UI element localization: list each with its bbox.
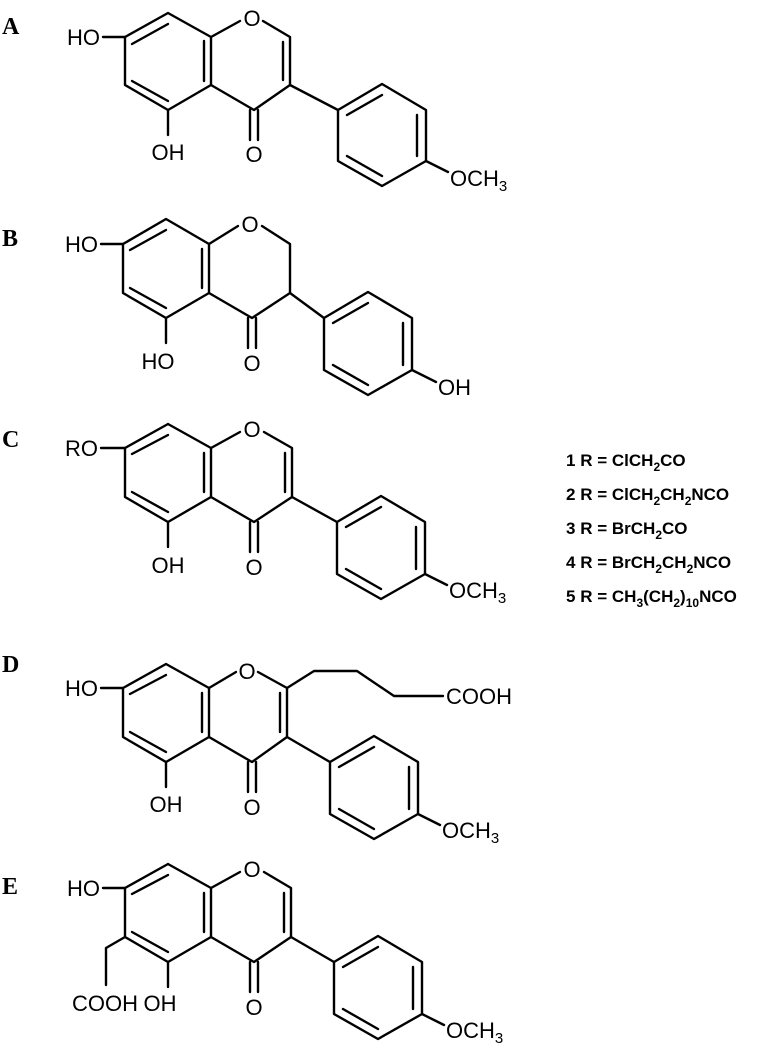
ring-oxygen-label-b: O: [241, 212, 258, 237]
bonds-d: [99, 662, 445, 841]
structure-c: C O O RO OH OCH3: [2, 417, 506, 607]
bonds-b: [99, 217, 438, 397]
aryl-para-substituent-label-d: OCH3: [442, 818, 499, 847]
panel-label-a: A: [2, 14, 20, 40]
c7-substituent-label-b: HO: [65, 232, 98, 257]
ring-oxygen-label-e: O: [243, 857, 260, 882]
structure-e: E O O HO OH COOH OCH3: [2, 857, 503, 1047]
structure-a: A O O HO OH OCH3: [2, 6, 507, 195]
structure-b: B O O HO HO OH: [2, 212, 471, 400]
aryl-para-substituent-label-a: OCH3: [450, 166, 507, 195]
bonds-c: [99, 422, 449, 601]
carbonyl-oxygen-label-c: O: [245, 555, 262, 580]
carbonyl-oxygen-label-e: O: [245, 995, 262, 1020]
ring-oxygen-label-a: O: [243, 6, 260, 31]
c5-substituent-label-e: OH: [144, 991, 177, 1016]
bonds-e: [101, 862, 446, 1041]
c7-substituent-label-a: HO: [67, 25, 100, 50]
c7-substituent-label-d: HO: [65, 676, 98, 701]
structure-d: D O O HO OH COOH OCH3: [2, 652, 512, 847]
bonds-a: [101, 11, 450, 188]
aryl-para-substituent-label-c: OCH3: [449, 578, 506, 607]
r-group-3: 3 R = BrCH2CO: [566, 519, 688, 542]
c6-carboxylic-acid-label-e: COOH: [72, 991, 138, 1016]
panel-label-c: C: [2, 427, 19, 453]
r-group-5: 5 R = CH3(CH2)10NCO: [566, 587, 737, 610]
chain-carboxylic-acid-label-d: COOH: [446, 684, 512, 709]
panel-label-b: B: [2, 226, 18, 252]
panel-label-d: D: [2, 652, 19, 678]
r-group-4: 4 R = BrCH2CH2NCO: [566, 553, 731, 576]
c5-substituent-label-d: OH: [150, 792, 183, 817]
carbonyl-oxygen-label-d: O: [243, 795, 260, 820]
r-group-list: 1 R = ClCH2CO 2 R = ClCH2CH2NCO 3 R = Br…: [566, 451, 737, 610]
c5-substituent-label-a: OH: [152, 140, 185, 165]
c7-substituent-label-c: RO: [65, 436, 98, 461]
aryl-para-substituent-label-e: OCH3: [446, 1018, 503, 1047]
carbonyl-oxygen-label-a: O: [245, 142, 262, 167]
c5-substituent-label-c: OH: [152, 553, 185, 578]
ring-oxygen-label-d: O: [238, 659, 255, 684]
carbonyl-oxygen-label-b: O: [243, 351, 260, 376]
r-group-1: 1 R = ClCH2CO: [566, 451, 686, 474]
aryl-para-substituent-label-b: OH: [438, 375, 471, 400]
panel-label-e: E: [2, 874, 18, 900]
c7-substituent-label-e: HO: [67, 876, 100, 901]
ring-oxygen-label-c: O: [243, 417, 260, 442]
c5-substituent-label-b: HO: [142, 349, 175, 374]
r-group-2: 2 R = ClCH2CH2NCO: [566, 485, 729, 508]
